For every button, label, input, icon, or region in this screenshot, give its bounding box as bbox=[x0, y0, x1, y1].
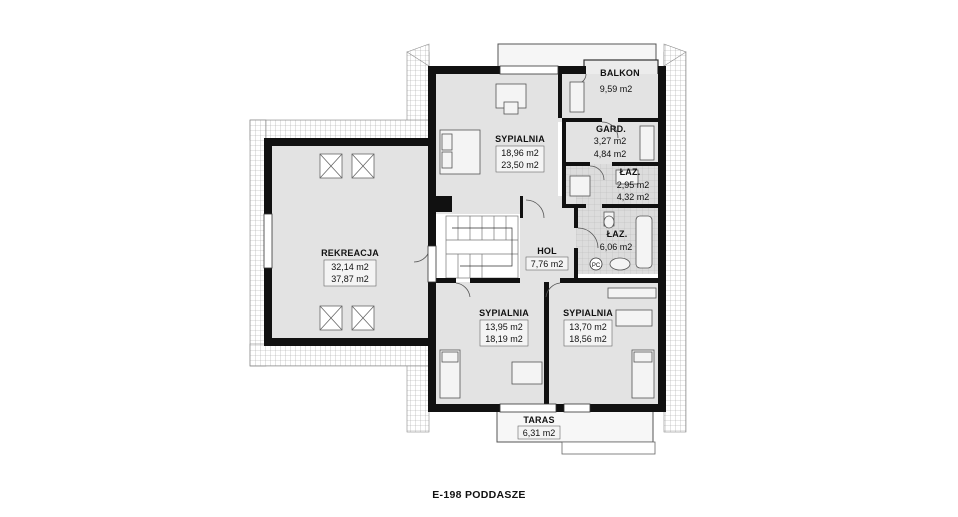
sypialnia-top-name: SYPIALNIA bbox=[495, 134, 545, 144]
taras-area: 6,31 m2 bbox=[523, 428, 556, 438]
staircase bbox=[445, 215, 519, 279]
rekreacja-area-total: 37,87 m2 bbox=[331, 274, 369, 284]
doors bbox=[413, 73, 619, 298]
windows bbox=[263, 65, 591, 413]
laz2-area: 6,06 m2 bbox=[600, 242, 633, 252]
laz1-area: 2,95 m2 bbox=[617, 180, 650, 190]
boiler-label: PC bbox=[592, 263, 601, 269]
sypialnia-left-area: 13,95 m2 bbox=[485, 322, 523, 332]
gard-name: GARD. bbox=[596, 124, 626, 134]
sypialnia-right-area-total: 18,56 m2 bbox=[569, 334, 607, 344]
sypialnia-left-name: SYPIALNIA bbox=[479, 308, 529, 318]
sypialnia-right-area: 13,70 m2 bbox=[569, 322, 607, 332]
boiler-symbol: PC bbox=[589, 257, 603, 271]
plan-caption: E-198 PODDASZE bbox=[432, 489, 526, 501]
sypialnia-left-area-total: 18,19 m2 bbox=[485, 334, 523, 344]
sypialnia-top-area-total: 23,50 m2 bbox=[501, 160, 539, 170]
hol-name: HOL bbox=[537, 246, 557, 256]
hol-area: 7,76 m2 bbox=[531, 259, 564, 269]
gard-area: 3,27 m2 bbox=[594, 136, 627, 146]
taras-name: TARAS bbox=[523, 415, 554, 425]
sypialnia-right-name: SYPIALNIA bbox=[563, 308, 613, 318]
roof-windows bbox=[319, 153, 375, 331]
laz1-area-total: 4,32 m2 bbox=[617, 192, 650, 202]
balkon-name: BALKON bbox=[600, 68, 640, 78]
gard-area-total: 4,84 m2 bbox=[594, 149, 627, 159]
rekreacja-name: REKREACJA bbox=[321, 248, 379, 258]
room-labels: BALKON 9,59 m2 SYPIALNIA 18,96 m2 23,50 … bbox=[321, 68, 650, 440]
sypialnia-top-area: 18,96 m2 bbox=[501, 148, 539, 158]
rekreacja-area: 32,14 m2 bbox=[331, 262, 369, 272]
laz2-name: ŁAZ. bbox=[607, 229, 628, 239]
laz1-name: ŁAZ. bbox=[620, 167, 641, 177]
furniture bbox=[439, 81, 657, 399]
balkon-area: 9,59 m2 bbox=[600, 84, 633, 94]
